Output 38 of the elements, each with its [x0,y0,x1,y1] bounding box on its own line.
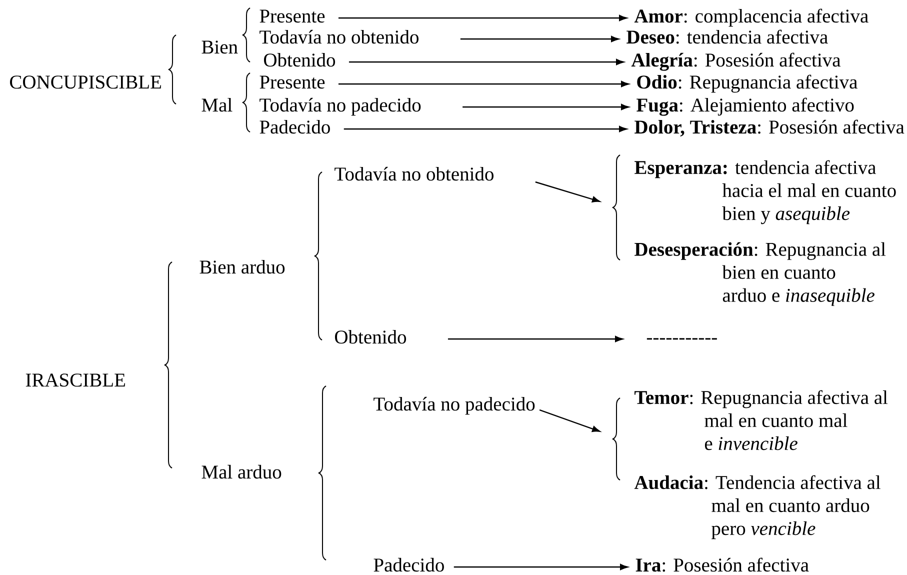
passion-definition: Odio: Repugnancia afectiva [637,74,858,93]
passion-definition: Deseo: tendencia afectiva [626,30,828,44]
branch-label: Todavía no obtenido [334,166,494,181]
arrow [448,336,623,342]
branch-label: Mal [202,98,232,112]
passion-definition: Dolor, Tristeza: Posesión afectiva [634,120,904,136]
passion-definition: Desesperación: Repugnancia al bien en cuanto arduo e inasequible [634,242,886,306]
branch-label: Obtenido [264,52,336,67]
passion-definition: ----------- [646,338,717,340]
passion-definition: Esperanza: tendencia afectiva hacia el mal en cuanto bien y asequible [634,160,896,224]
branch-label: Bien arduo [200,260,285,274]
arrow [344,126,627,132]
arrow [462,104,629,110]
arrow [338,80,629,88]
branch-label: Todavía no padecido [260,98,421,116]
branch-label: Padecido [260,120,330,134]
branch-label: Mal arduo [202,464,282,479]
passion-definition: Ira: Posesión afectiva [636,558,809,572]
arrow [460,36,619,42]
category-label: IRASCIBLE [26,374,125,387]
passion-definition: Temor: Repugnancia afectiva al mal en cuanto mal e invencible [634,390,888,450]
arrow [535,181,600,202]
arrow [338,14,627,22]
arrow [348,58,624,66]
branch-label: Padecido [374,558,444,572]
passion-definition: Alegría: Posesión afectiva [631,52,840,71]
passion-definition: Fuga: Alejamiento afectivo [636,98,854,116]
category-label: CONCUPISCIBLE [10,76,161,89]
passion-definition: Audacia: Tendencia afectiva al mal en cuanto arduo pero vencible [634,475,880,540]
arrow [454,564,628,570]
arrow [539,409,600,432]
branch-label: Presente [260,76,325,89]
branch-label: Bien [202,40,238,54]
branch-label: Todavía no padecido [374,396,535,415]
passion-definition: Amor: complacencia afectiva [634,8,868,27]
branch-label: Presente [260,10,325,23]
branch-label: Todavía no obtenido [260,30,418,44]
branch-label: Obtenido [335,330,406,344]
